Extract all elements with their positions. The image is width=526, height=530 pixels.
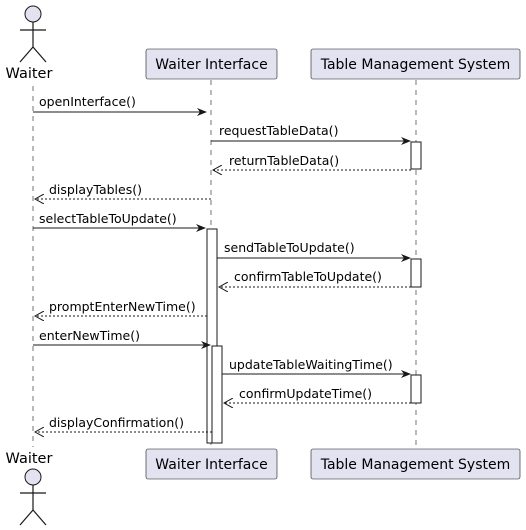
message-label: returnTableData() xyxy=(229,153,339,168)
message-label: promptEnterNewTime() xyxy=(49,299,196,314)
message-label: enterNewTime() xyxy=(39,328,140,343)
message-label: openInterface() xyxy=(39,94,136,109)
actor-waiter-top: Waiter xyxy=(6,5,53,82)
participant-tms-top: Table Management System xyxy=(310,48,521,80)
actor-head xyxy=(24,468,42,486)
actor-waiter-bottom: Waiter xyxy=(6,451,53,526)
message-3: returnTableData() xyxy=(213,153,411,170)
message-6: sendTableToUpdate() xyxy=(217,240,411,262)
activation-tms-2 xyxy=(410,258,422,288)
message-label: requestTableData() xyxy=(219,123,338,138)
actor-waiter-label-bottom: Waiter xyxy=(6,451,53,467)
participant-waiter-interface-top: Waiter Interface xyxy=(145,48,278,80)
message-label: sendTableToUpdate() xyxy=(224,240,355,255)
message-7: confirmTableToUpdate() xyxy=(219,269,411,287)
message-12: displayConfirmation() xyxy=(35,415,212,432)
message-5: selectTableToUpdate() xyxy=(33,211,206,232)
message-label: displayTables() xyxy=(49,182,142,197)
message-1: openInterface() xyxy=(33,94,207,116)
actor-head xyxy=(24,5,42,23)
activation-interface-2 xyxy=(211,345,223,444)
message-11: confirmUpdateTime() xyxy=(224,386,411,403)
message-label: selectTableToUpdate() xyxy=(39,211,177,226)
message-2: requestTableData() xyxy=(211,123,411,145)
message-label: confirmUpdateTime() xyxy=(239,386,372,401)
participant-tms-label-bottom: Table Management System xyxy=(320,457,511,473)
activation-tms-3 xyxy=(410,374,422,404)
message-4: displayTables() xyxy=(35,182,211,199)
message-10: updateTableWaitingTime() xyxy=(222,357,411,378)
participant-waiter-interface-label: Waiter Interface xyxy=(155,57,267,73)
message-8: promptEnterNewTime() xyxy=(35,299,207,316)
message-label: confirmTableToUpdate() xyxy=(234,269,382,284)
participant-tms-label: Table Management System xyxy=(320,57,511,73)
participant-tms-bottom: Table Management System xyxy=(310,448,521,480)
participant-waiter-interface-bottom: Waiter Interface xyxy=(145,448,278,480)
activation-tms-1 xyxy=(410,141,422,170)
message-label: displayConfirmation() xyxy=(49,415,184,430)
actor-waiter-label: Waiter xyxy=(6,66,53,82)
message-label: updateTableWaitingTime() xyxy=(229,357,393,372)
participant-waiter-interface-label-bottom: Waiter Interface xyxy=(155,457,267,473)
message-9: enterNewTime() xyxy=(33,328,211,349)
